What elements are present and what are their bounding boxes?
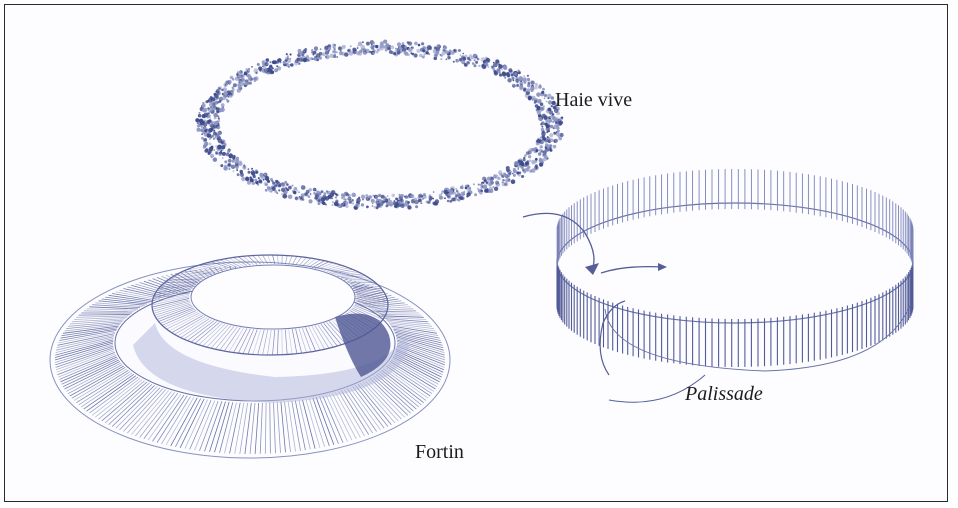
fort-label: Fortin <box>415 441 464 464</box>
palisade-label: Palissade <box>685 383 763 406</box>
palisade-drawing <box>523 169 913 402</box>
fort-drawing <box>50 255 450 458</box>
diagram-frame: Haie vive Palissade Fortin <box>4 4 948 502</box>
hedge-label: Haie vive <box>555 89 632 112</box>
hedge-ring-drawing <box>195 40 564 210</box>
enclosure-illustrations <box>5 5 949 503</box>
